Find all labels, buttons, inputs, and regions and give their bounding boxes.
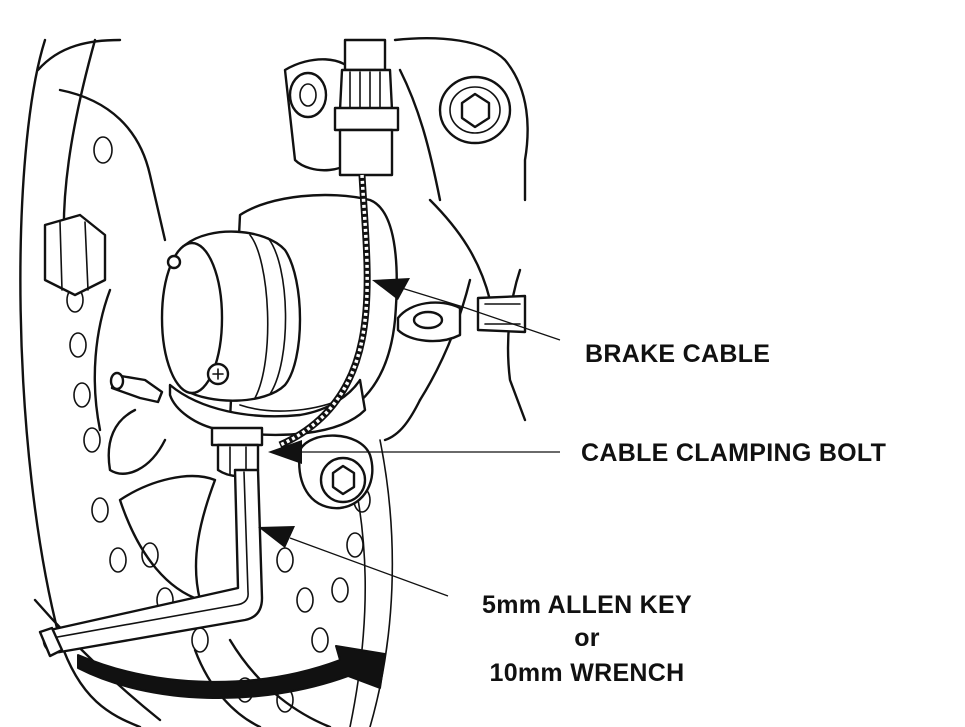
- arrowhead-brake-cable: [372, 278, 410, 300]
- axle-skewer: [396, 294, 527, 343]
- label-or: or: [574, 624, 600, 652]
- pad-adjuster-pin: [109, 371, 164, 404]
- leader-lines: [258, 278, 561, 597]
- label-allen-key: 5mm ALLEN KEY: [482, 591, 692, 619]
- lower-mounting-bolt: [298, 434, 374, 510]
- brake-cable: [278, 38, 400, 449]
- rotation-arrow: [77, 645, 386, 700]
- hub-nut: [43, 213, 107, 297]
- label-wrench: 10mm WRENCH: [490, 659, 685, 687]
- upper-mounting-bolt: [438, 75, 512, 145]
- arrowhead-allen-key: [258, 526, 295, 548]
- rotor-holes: [66, 136, 371, 713]
- allen-key: [38, 468, 264, 658]
- label-cable-clamping-bolt: CABLE CLAMPING BOLT: [581, 439, 886, 467]
- label-brake-cable: BRAKE CABLE: [585, 340, 770, 368]
- arrowhead-clamping-bolt: [268, 440, 302, 464]
- fork-dropout: [383, 37, 529, 442]
